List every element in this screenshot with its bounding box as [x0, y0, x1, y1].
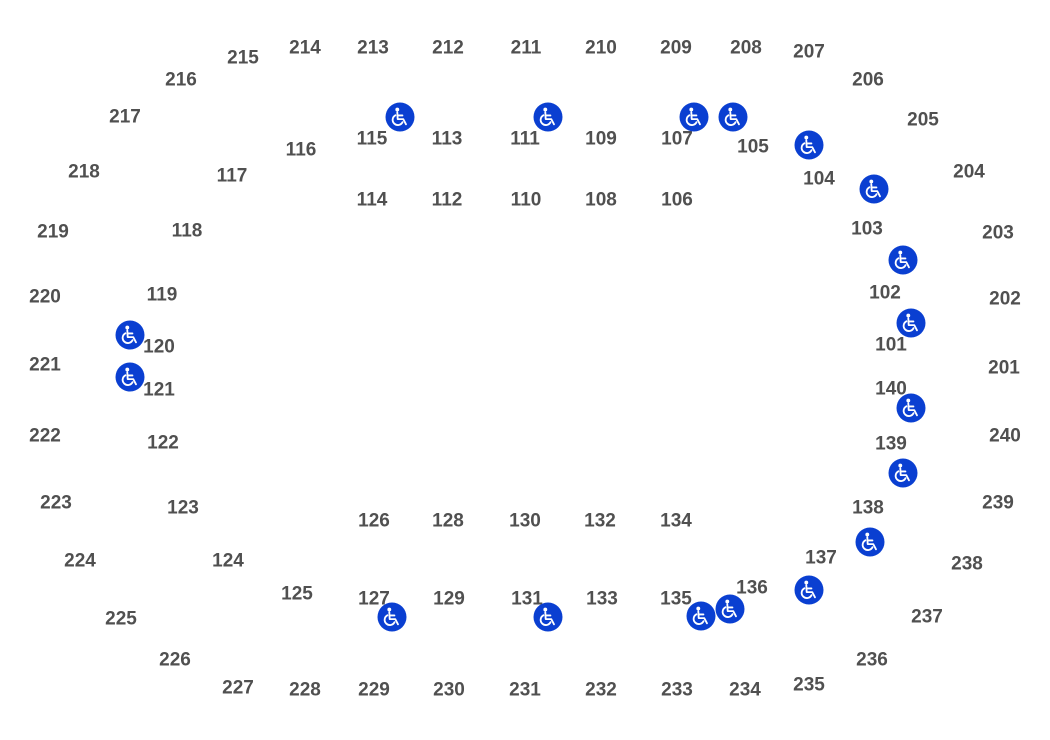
- wheelchair-icon[interactable]: [715, 594, 745, 624]
- wheelchair-icon[interactable]: [896, 308, 926, 338]
- section-111[interactable]: 111: [510, 128, 540, 150]
- section-211[interactable]: 211: [510, 37, 542, 59]
- section-231[interactable]: 231: [509, 679, 541, 701]
- section-110[interactable]: 110: [510, 189, 542, 211]
- section-206[interactable]: 206: [852, 69, 884, 91]
- section-117[interactable]: 117: [216, 165, 248, 187]
- section-129[interactable]: 129: [433, 588, 465, 610]
- section-207[interactable]: 207: [793, 41, 825, 63]
- section-121[interactable]: 121: [143, 379, 175, 401]
- section-102[interactable]: 102: [869, 282, 901, 304]
- section-220[interactable]: 220: [29, 286, 61, 308]
- section-221[interactable]: 221: [29, 354, 61, 376]
- section-240[interactable]: 240: [989, 425, 1021, 447]
- wheelchair-icon[interactable]: [794, 575, 824, 605]
- section-212[interactable]: 212: [432, 37, 464, 59]
- section-120[interactable]: 120: [143, 336, 175, 358]
- section-130[interactable]: 130: [509, 510, 541, 532]
- section-133[interactable]: 133: [586, 588, 618, 610]
- section-112[interactable]: 112: [431, 189, 463, 211]
- section-217[interactable]: 217: [109, 106, 141, 128]
- section-209[interactable]: 209: [660, 37, 692, 59]
- section-107[interactable]: 107: [661, 128, 693, 150]
- section-122[interactable]: 122: [147, 432, 179, 454]
- section-236[interactable]: 236: [856, 649, 888, 671]
- wheelchair-icon[interactable]: [855, 527, 885, 557]
- section-115[interactable]: 115: [356, 128, 388, 150]
- section-106[interactable]: 106: [661, 189, 693, 211]
- section-126[interactable]: 126: [358, 510, 390, 532]
- section-208[interactable]: 208: [730, 37, 762, 59]
- wheelchair-icon[interactable]: [115, 320, 145, 350]
- section-239[interactable]: 239: [982, 492, 1014, 514]
- wheelchair-icon[interactable]: [533, 102, 563, 132]
- section-128[interactable]: 128: [432, 510, 464, 532]
- section-232[interactable]: 232: [585, 679, 617, 701]
- wheelchair-icon[interactable]: [115, 362, 145, 392]
- section-131[interactable]: 131: [511, 588, 543, 610]
- section-203[interactable]: 203: [982, 222, 1014, 244]
- wheelchair-icon[interactable]: [794, 130, 824, 160]
- section-101[interactable]: 101: [875, 334, 907, 356]
- section-234[interactable]: 234: [729, 679, 761, 701]
- section-138[interactable]: 138: [852, 497, 884, 519]
- wheelchair-icon[interactable]: [888, 458, 918, 488]
- section-132[interactable]: 132: [584, 510, 616, 532]
- section-125[interactable]: 125: [281, 583, 313, 605]
- wheelchair-icon[interactable]: [888, 245, 918, 275]
- section-226[interactable]: 226: [159, 649, 191, 671]
- section-134[interactable]: 134: [660, 510, 692, 532]
- section-118[interactable]: 118: [171, 220, 203, 242]
- wheelchair-icon[interactable]: [859, 174, 889, 204]
- section-229[interactable]: 229: [358, 679, 390, 701]
- section-116[interactable]: 116: [285, 139, 317, 161]
- section-104[interactable]: 104: [803, 168, 835, 190]
- section-215[interactable]: 215: [227, 47, 259, 69]
- wheelchair-icon[interactable]: [718, 102, 748, 132]
- section-222[interactable]: 222: [29, 425, 61, 447]
- section-202[interactable]: 202: [989, 288, 1021, 310]
- wheelchair-icon[interactable]: [896, 393, 926, 423]
- section-233[interactable]: 233: [661, 679, 693, 701]
- section-105[interactable]: 105: [737, 136, 769, 158]
- section-210[interactable]: 210: [585, 37, 617, 59]
- section-214[interactable]: 214: [289, 37, 321, 59]
- section-136[interactable]: 136: [736, 577, 768, 599]
- wheelchair-icon[interactable]: [377, 602, 407, 632]
- section-235[interactable]: 235: [793, 674, 825, 696]
- section-201[interactable]: 201: [988, 357, 1020, 379]
- section-103[interactable]: 103: [851, 218, 883, 240]
- section-213[interactable]: 213: [357, 37, 389, 59]
- section-228[interactable]: 228: [289, 679, 321, 701]
- section-108[interactable]: 108: [585, 189, 617, 211]
- section-113[interactable]: 113: [431, 128, 463, 150]
- section-127[interactable]: 127: [358, 588, 390, 610]
- section-109[interactable]: 109: [585, 128, 617, 150]
- section-223[interactable]: 223: [40, 492, 72, 514]
- section-224[interactable]: 224: [64, 550, 96, 572]
- section-119[interactable]: 119: [146, 284, 178, 306]
- section-114[interactable]: 114: [356, 189, 388, 211]
- wheelchair-icon[interactable]: [385, 102, 415, 132]
- section-139[interactable]: 139: [875, 433, 907, 455]
- wheelchair-icon[interactable]: [533, 602, 563, 632]
- wheelchair-icon[interactable]: [686, 601, 716, 631]
- section-124[interactable]: 124: [212, 550, 244, 572]
- section-218[interactable]: 218: [68, 161, 100, 183]
- section-135[interactable]: 135: [660, 588, 692, 610]
- section-205[interactable]: 205: [907, 109, 939, 131]
- section-227[interactable]: 227: [222, 677, 254, 699]
- section-230[interactable]: 230: [433, 679, 465, 701]
- section-140[interactable]: 140: [875, 378, 907, 400]
- section-137[interactable]: 137: [805, 547, 837, 569]
- section-225[interactable]: 225: [105, 608, 137, 630]
- section-238[interactable]: 238: [951, 553, 983, 575]
- section-237[interactable]: 237: [911, 606, 943, 628]
- section-204[interactable]: 204: [953, 161, 985, 183]
- section-219[interactable]: 219: [37, 221, 69, 243]
- wheelchair-icon[interactable]: [679, 102, 709, 132]
- section-216[interactable]: 216: [165, 69, 197, 91]
- section-123[interactable]: 123: [167, 497, 199, 519]
